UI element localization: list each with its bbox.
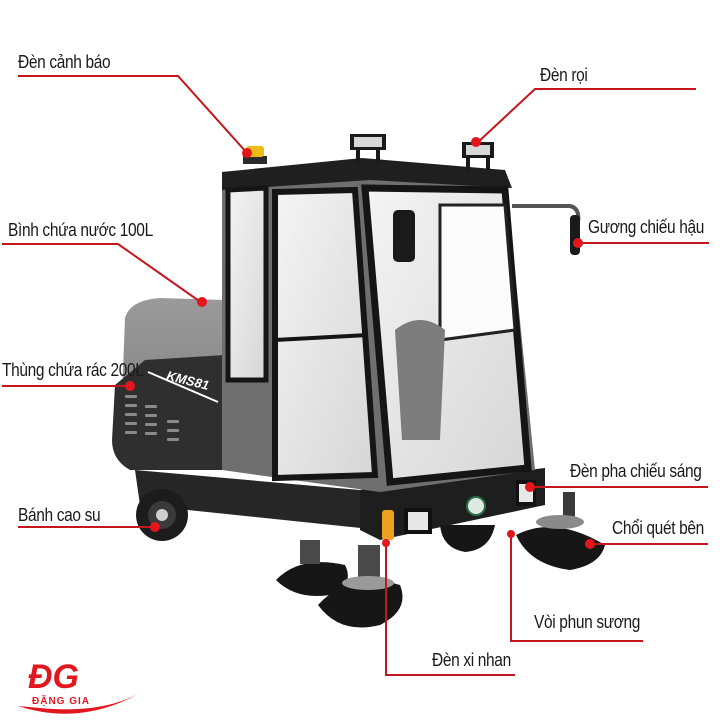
logo-brand: ĐẶNG GIA xyxy=(32,694,90,707)
cab xyxy=(222,158,535,492)
callout-lines xyxy=(2,75,709,676)
label-dust-bin: Thùng chứa rác 200L xyxy=(2,360,144,380)
logo-swoosh xyxy=(18,694,138,714)
rubber-wheel-shape xyxy=(136,489,188,541)
dang-gia-logo: ĐG ĐẶNG GIA xyxy=(10,648,150,718)
label-headlight: Đèn pha chiếu sáng xyxy=(570,461,702,481)
work-light-left xyxy=(350,134,386,162)
side-brushes xyxy=(276,492,605,628)
label-turn-signal: Đèn xi nhan xyxy=(432,650,511,670)
turn-signal-shape xyxy=(382,510,394,540)
rear-mirror-shape xyxy=(512,204,581,255)
label-mist-nozzle: Vòi phun sương xyxy=(534,612,641,632)
label-water-tank: Bình chứa nước 100L xyxy=(8,220,153,240)
callout-dots xyxy=(125,137,595,549)
label-rear-mirror: Gương chiếu hậu xyxy=(588,217,705,237)
dust-bin-body: KMS81 xyxy=(112,298,225,470)
label-work-light: Đèn rọi xyxy=(540,65,588,85)
label-rubber-wheel: Bánh cao su xyxy=(18,505,101,525)
work-light-right xyxy=(462,142,494,170)
logo-monogram: ĐG xyxy=(28,658,79,696)
label-warning-light: Đèn cảnh báo xyxy=(18,52,111,72)
label-side-brush: Chổi quét bên xyxy=(612,518,704,538)
